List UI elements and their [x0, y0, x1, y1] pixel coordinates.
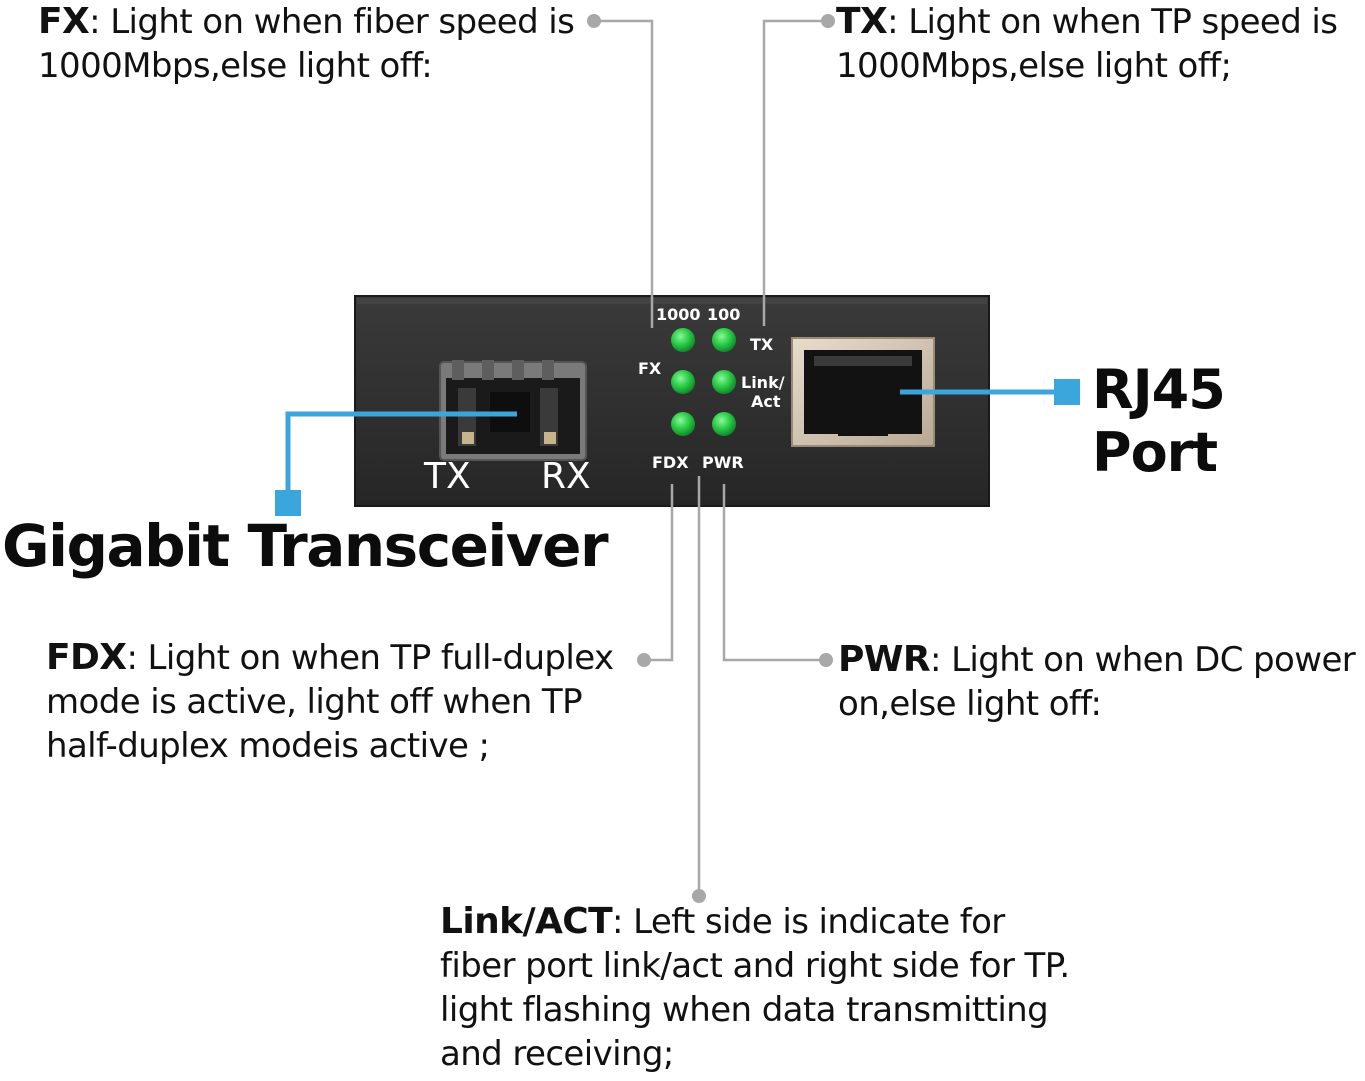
fx-text-1: : Light on when fiber speed is: [89, 2, 575, 42]
fx-term: FX: [38, 1, 90, 42]
rj45-callout-marker: [1054, 379, 1080, 405]
led-label-100: 100: [707, 305, 740, 324]
link-act-leader-dot: [692, 889, 706, 903]
fx-leader-line: [594, 19, 654, 328]
led-label-act: Act: [751, 392, 781, 411]
tx-term: TX: [836, 1, 888, 42]
fdx-leader-line: [644, 484, 674, 662]
leader-lines: [594, 19, 828, 896]
fx-leader-dot: [587, 14, 601, 28]
link-act-text-4: and receiving;: [440, 1034, 674, 1074]
tx-leader-line: [762, 19, 828, 326]
rj45-callout-label: RJ45 Port: [1092, 358, 1226, 484]
sfp-port: [439, 360, 587, 461]
fx-line-1: FX: Light on when fiber speed is: [38, 0, 598, 44]
led-fx-link: [671, 370, 695, 394]
pwr-term: PWR: [838, 639, 931, 680]
transceiver-callout-line: [285, 411, 517, 496]
fdx-text-2: mode is active, light off when TP: [46, 682, 583, 722]
led-1000: [671, 328, 695, 352]
pwr-leader-dot: [819, 653, 833, 667]
tx-text-2: 1000Mbps,else light off;: [836, 46, 1232, 86]
blue-callouts: [275, 379, 1080, 516]
link-act-text-3: light flashing when data transmitting: [440, 990, 1049, 1030]
transceiver-callout-marker: [275, 490, 301, 516]
fdx-line-1: FDX: Light on when TP full-duplex: [46, 636, 646, 680]
pwr-leader-line: [722, 484, 826, 662]
pwr-annotation: PWR: Light on when DC power on,else ligh…: [838, 638, 1363, 726]
fdx-leader-dot: [637, 653, 651, 667]
link-act-text-2: fiber port link/act and right side for T…: [440, 946, 1070, 986]
fx-annotation: FX: Light on when fiber speed is 1000Mbp…: [38, 0, 598, 88]
fdx-annotation: FDX: Light on when TP full-duplex mode i…: [46, 636, 646, 768]
fdx-term: FDX: [46, 637, 127, 678]
led-tp-link: [712, 370, 736, 394]
link-act-text-1: : Left side is indicate for: [612, 902, 1005, 942]
led-pwr: [712, 412, 736, 436]
fx-text-2: 1000Mbps,else light off:: [38, 46, 433, 86]
transceiver-callout-label: Gigabit Transceiver: [2, 512, 609, 580]
link-act-term: Link/ACT: [440, 901, 613, 942]
led-array: [671, 328, 736, 436]
led-label-link: Link/: [741, 373, 785, 392]
sfp-rx-label: RX: [541, 456, 591, 497]
pwr-line-1: PWR: Light on when DC power: [838, 638, 1363, 682]
pwr-text-1: : Light on when DC power: [930, 640, 1356, 680]
tx-annotation: TX: Light on when TP speed is 1000Mbps,e…: [836, 0, 1356, 88]
leader-dots: [587, 14, 835, 903]
led-label-fdx: FDX: [652, 453, 689, 472]
tx-text-1: : Light on when TP speed is: [887, 2, 1338, 42]
led-label-tx: TX: [750, 335, 774, 354]
led-label-1000: 1000: [656, 305, 701, 324]
led-fdx: [671, 412, 695, 436]
led-label-fx: FX: [638, 359, 662, 378]
fdx-text-3: half-duplex modeis active ;: [46, 726, 490, 766]
link-act-line-1: Link/ACT: Left side is indicate for: [440, 900, 1100, 944]
tx-leader-dot: [821, 14, 835, 28]
pwr-text-2: on,else light off:: [838, 684, 1102, 724]
led-100: [712, 328, 736, 352]
led-label-pwr: PWR: [702, 453, 744, 472]
link-act-annotation: Link/ACT: Left side is indicate for fibe…: [440, 900, 1100, 1076]
fdx-text-1: : Light on when TP full-duplex: [126, 638, 614, 678]
tx-line-1: TX: Light on when TP speed is: [836, 0, 1356, 44]
sfp-tx-label: TX: [423, 456, 471, 497]
